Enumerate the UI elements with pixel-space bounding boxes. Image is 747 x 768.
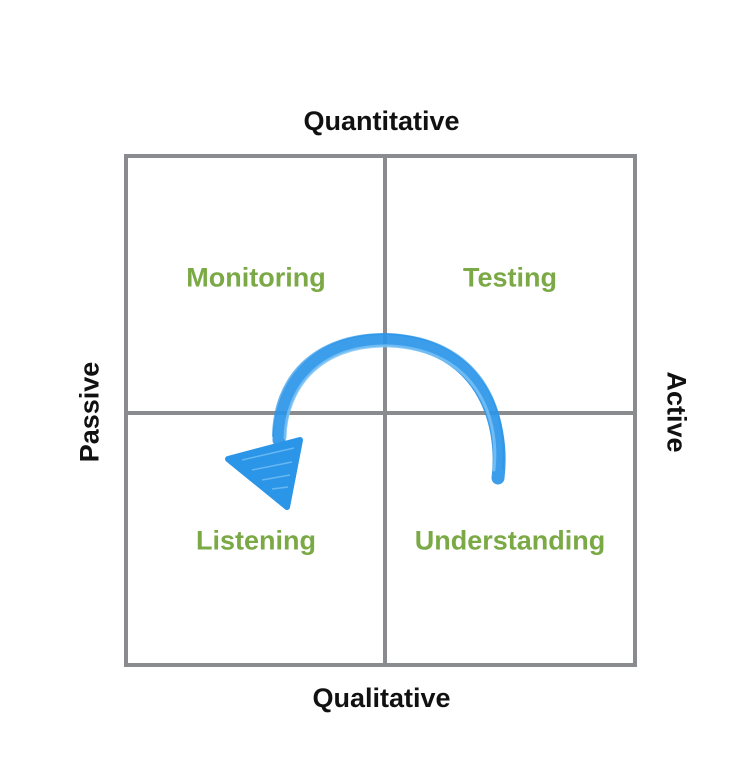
axis-label-active: Active [661, 371, 692, 453]
axis-label-quantitative: Quantitative [303, 106, 460, 136]
grid-divider-horizontal [128, 411, 633, 415]
quadrant-label-monitoring: Monitoring [186, 262, 326, 293]
axis-label-qualitative: Qualitative [312, 683, 451, 713]
quadrant-label-testing: Testing [463, 262, 557, 293]
axis-label-passive: Passive [74, 361, 105, 463]
quadrant-label-understanding: Understanding [414, 525, 606, 556]
quadrant-label-listening: Listening [196, 525, 316, 556]
matrix-grid [124, 154, 637, 667]
